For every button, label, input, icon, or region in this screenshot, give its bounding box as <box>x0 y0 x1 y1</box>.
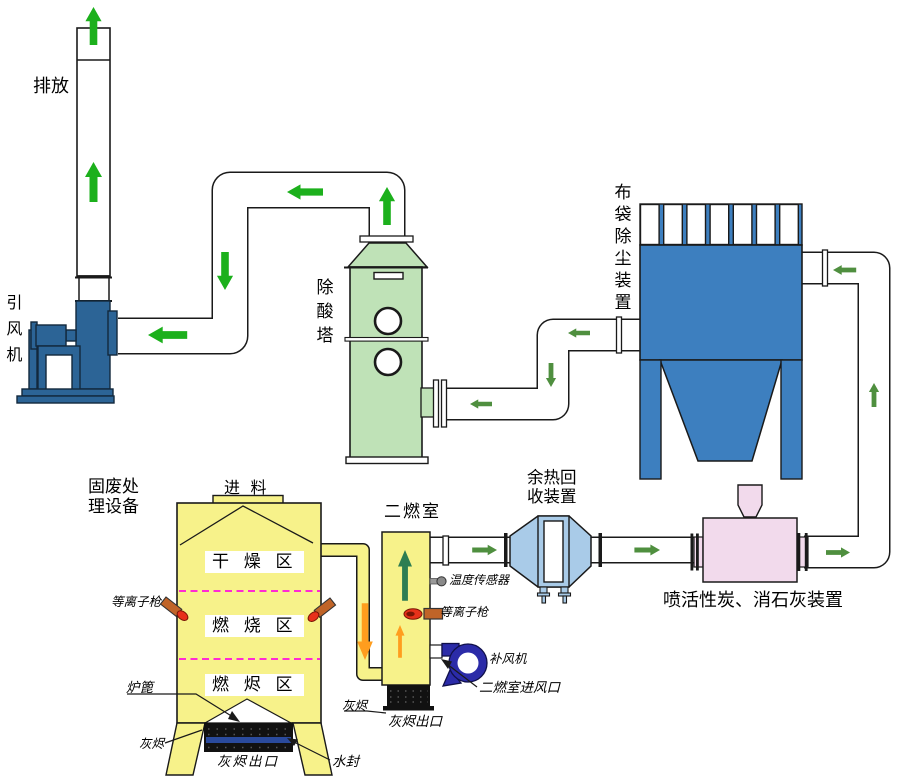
hx-right-flange <box>598 533 602 567</box>
filter-bag <box>663 203 684 246</box>
chamber-plasma-gun <box>403 607 444 620</box>
heat-recovery-unit <box>504 515 602 604</box>
acid-removal-tower <box>344 235 448 465</box>
label-ash-outlet-chamber: 灰烬出口 <box>388 714 442 729</box>
collector-leg <box>639 359 662 480</box>
tower-porthole-upper <box>373 306 403 336</box>
chimney <box>75 27 112 303</box>
furnace-plasma-gun-left <box>159 596 189 621</box>
label-water-seal: 水封 <box>332 754 359 769</box>
water-seal-layer <box>206 737 291 743</box>
label-emission: 排放 <box>33 76 69 96</box>
pipe-furnace-to-chamber <box>319 543 388 681</box>
pipe-collector-to-tower <box>444 318 640 421</box>
temperature-sensor-probe <box>429 576 447 587</box>
label-acid-tower: 除酸塔 <box>313 278 333 350</box>
tower-inlet-flange <box>432 379 440 428</box>
label-zone-combustion: 燃 烧 区 <box>205 615 305 637</box>
water-seal-leader <box>291 740 331 761</box>
label-secondary-chamber: 二燃室 <box>384 502 441 521</box>
filter-bag <box>686 203 707 246</box>
secondary-combustion-chamber <box>381 531 450 711</box>
collector-outlet-flange <box>615 316 623 354</box>
furnace-leg <box>292 722 333 776</box>
label-carbon-lime-unit: 喷活性炭、消石灰装置 <box>663 590 843 610</box>
label-zone-drying: 干 燥 区 <box>205 551 305 573</box>
furnace-plasma-gun-right <box>307 597 337 622</box>
filter-bag <box>779 203 800 246</box>
chamber-grate <box>383 685 434 711</box>
tower-porthole-lower <box>373 347 403 377</box>
label-ash-outlet-furnace: 灰烬出口 <box>217 754 279 769</box>
collector-inlet-flange <box>821 249 829 287</box>
label-feed: 进 料 <box>224 480 270 497</box>
label-aux-fan: 补风机 <box>489 652 527 666</box>
pipe-spray-to-collector <box>800 251 891 569</box>
induced-draft-fan <box>16 300 118 404</box>
carbon-lime-spray-unit <box>690 484 809 583</box>
bag-dust-collector <box>615 203 829 480</box>
label-plasma-gun-chamber: 等离子枪 <box>440 605 489 619</box>
feed-chute-lines <box>179 505 314 546</box>
label-grate: 炉篦 <box>126 680 153 695</box>
label-solid-waste-unit: 固废处理设备 <box>88 477 139 516</box>
pipe-tower-to-fan <box>118 171 406 355</box>
label-ash-chamber: 灰烬 <box>342 699 368 713</box>
label-temp-sensor: 温度传感器 <box>449 573 510 587</box>
ash-leader <box>164 729 203 744</box>
chamber-outlet-flange <box>442 535 450 566</box>
label-heat-recovery: 余热回收装置 <box>527 469 577 506</box>
tower-inlet-flange <box>440 379 448 428</box>
collector-hopper <box>658 359 784 462</box>
hx-left-flange <box>504 533 508 567</box>
furnace-leg <box>165 722 206 776</box>
label-bag-filter: 布袋除尘装置 <box>611 183 631 315</box>
label-ash-furnace: 灰烬 <box>139 737 165 751</box>
label-plasma-gun-furnace: 等离子枪 <box>111 595 162 609</box>
chamber-ash-leader <box>344 710 387 714</box>
filter-bag <box>755 203 776 246</box>
label-induced-draft-fan: 引风机 <box>3 294 21 372</box>
spray-hopper <box>737 484 763 518</box>
air-inlet-leader <box>446 663 478 688</box>
collector-leg <box>780 359 803 480</box>
hx-drain-legs <box>536 586 572 604</box>
leader-lines <box>127 659 478 761</box>
label-zone-burnout: 燃 烬 区 <box>205 674 305 696</box>
furnace-grate <box>204 722 293 752</box>
grate-leader <box>127 693 234 718</box>
chamber-air-inlet-duct <box>429 644 443 659</box>
label-chamber-air-inlet: 二燃室进风口 <box>479 680 560 695</box>
filter-bag <box>709 203 730 246</box>
filter-bag <box>732 203 753 246</box>
filter-bag <box>639 203 660 246</box>
